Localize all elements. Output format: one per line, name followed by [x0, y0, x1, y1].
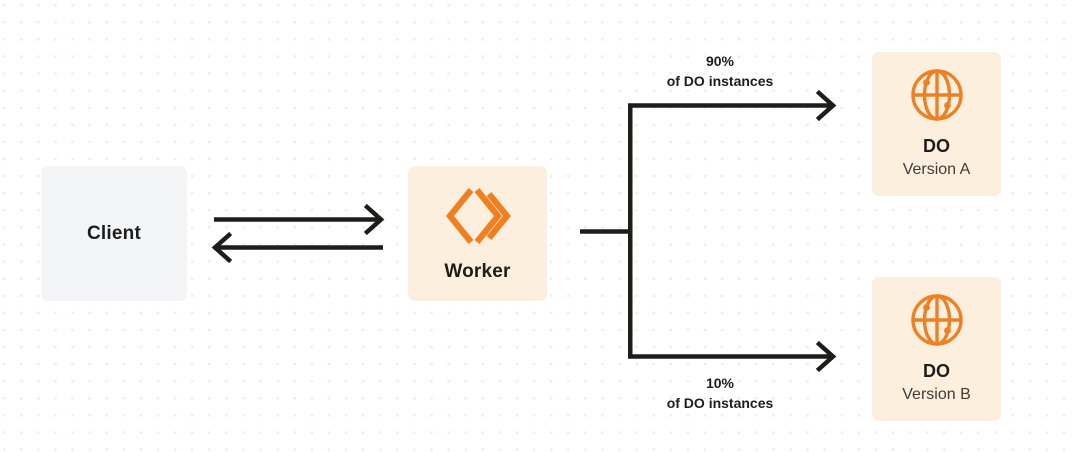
arrow-worker-to-do-a [628, 89, 837, 122]
globe-icon [909, 67, 965, 123]
node-do-a-title: DO [923, 136, 950, 157]
node-client: Client [41, 166, 187, 301]
node-do-a-subtitle: Version A [902, 160, 971, 178]
node-client-label: Client [87, 222, 141, 244]
node-do-b-title: DO [923, 361, 950, 382]
node-worker: Worker [408, 166, 547, 301]
node-do-version-a: DO Version A [872, 52, 1001, 196]
edge-label-do-a-percent: 90% [705, 53, 735, 69]
edge-label-do-b: 10% of DO instances [635, 374, 805, 414]
globe-icon [909, 292, 965, 348]
node-do-b-subtitle: Version B [902, 385, 971, 403]
edge-label-do-b-description: of DO instances [666, 394, 774, 411]
edge-label-do-a: 90% of DO instances [635, 52, 805, 92]
branch-connector [580, 104, 633, 358]
cloudflare-workers-icon [445, 185, 511, 247]
arrow-worker-to-do-b [628, 340, 837, 373]
edge-label-do-b-percent: 10% [705, 375, 735, 391]
node-worker-label: Worker [444, 260, 511, 282]
arrow-worker-to-client [211, 231, 383, 264]
node-do-version-b: DO Version B [872, 277, 1001, 421]
arrow-client-to-worker [214, 203, 385, 236]
edge-label-do-a-description: of DO instances [666, 72, 774, 89]
